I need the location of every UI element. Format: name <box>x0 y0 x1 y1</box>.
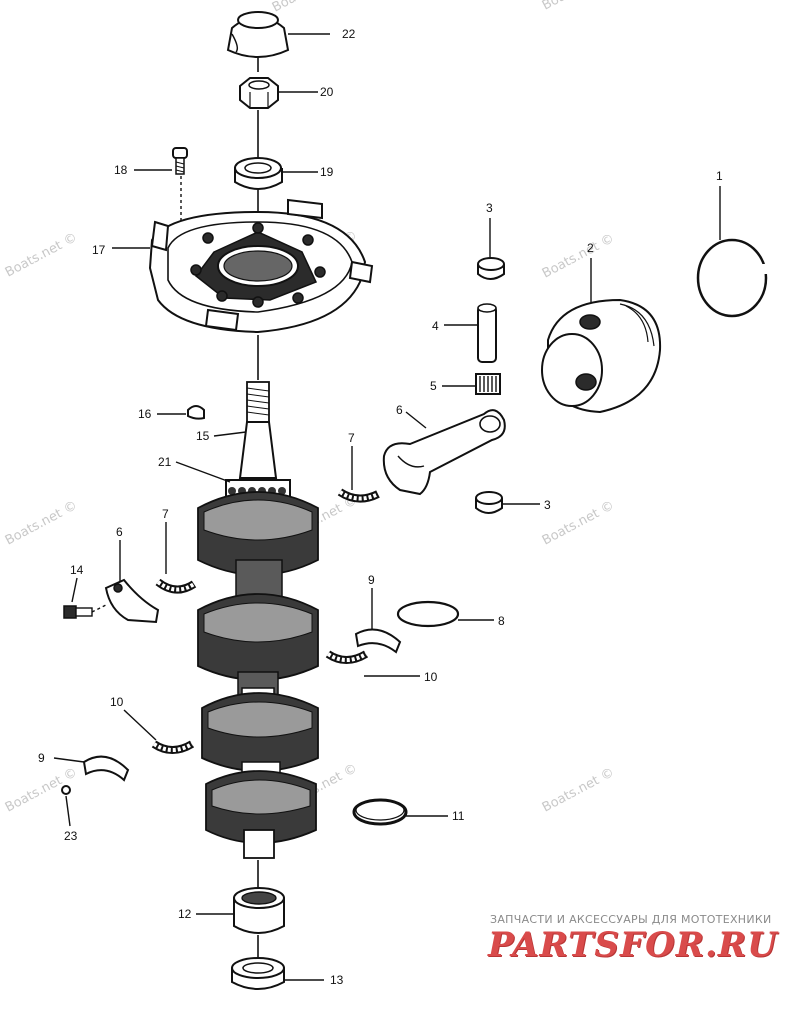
watermark: Boats.net © <box>270 0 347 16</box>
part-11-ring <box>352 798 408 826</box>
part-15-crankshaft <box>197 381 319 859</box>
part-7-bearing-half <box>337 488 380 503</box>
part-23-pin <box>61 785 71 795</box>
label-23: 23 <box>64 829 78 843</box>
label-3-top: 3 <box>486 201 493 215</box>
part-8-ring <box>396 600 460 628</box>
label-15: 15 <box>196 429 210 443</box>
part-12-roller-bearing <box>233 887 285 934</box>
banner-tagline: ЗАПЧАСТИ И АКСЕССУАРЫ ДЛЯ МОТОТЕХНИКИ <box>490 913 772 926</box>
label-21: 21 <box>158 455 172 469</box>
label-5: 5 <box>430 379 437 393</box>
label-13: 13 <box>330 973 344 987</box>
part-labels: 22 20 19 18 17 1 2 3 4 5 6 3 7 16 15 21 … <box>38 27 723 987</box>
label-7-right: 7 <box>348 431 355 445</box>
watermark: Boats.net © <box>3 230 80 280</box>
part-13-seal <box>231 957 285 990</box>
label-10-left: 10 <box>110 695 124 709</box>
part-4-piston-pin <box>477 303 497 363</box>
label-19: 19 <box>320 165 334 179</box>
label-8: 8 <box>498 614 505 628</box>
part-10-bearing-half <box>325 650 369 664</box>
part-5-needle-bearing <box>475 373 501 395</box>
part-17-bearing-housing <box>148 198 374 334</box>
label-6-rod: 6 <box>396 403 403 417</box>
part-14-screw <box>63 603 109 619</box>
watermark: Boats.net © <box>540 765 617 815</box>
part-3-washer <box>475 491 503 514</box>
watermark: Boats.net © <box>540 231 617 281</box>
part-22-cap <box>226 11 290 58</box>
part-6-connecting-rod <box>382 409 506 496</box>
label-9-left: 9 <box>38 751 45 765</box>
part-9-race-half <box>354 628 402 654</box>
part-20-nut <box>239 77 279 109</box>
part-3-washer <box>477 257 505 280</box>
part-9-race-half <box>82 755 130 782</box>
label-18: 18 <box>114 163 128 177</box>
part-18-bolt <box>172 147 188 222</box>
watermarks: Boats.net © Boats.net © Boats.net © Boat… <box>3 0 617 816</box>
label-12: 12 <box>178 907 192 921</box>
label-10-right: 10 <box>424 670 438 684</box>
partsfor-logo: PARTSFOR.RU <box>488 925 778 965</box>
label-7-left: 7 <box>162 507 169 521</box>
part-1-piston-ring <box>696 238 768 318</box>
part-7-bearing-half <box>155 578 197 594</box>
part-6-rod-cap <box>104 578 160 624</box>
label-14: 14 <box>70 563 84 577</box>
watermark: Boats.net © <box>540 498 617 548</box>
label-4: 4 <box>432 319 439 333</box>
label-11: 11 <box>452 809 465 823</box>
part-16-key <box>187 405 205 420</box>
watermark: Boats.net © <box>540 0 617 14</box>
label-16: 16 <box>138 407 152 421</box>
part-19-seal <box>234 157 283 190</box>
label-1: 1 <box>716 169 723 183</box>
label-2: 2 <box>587 241 594 255</box>
part-10-bearing-half <box>151 740 195 754</box>
label-6-cap: 6 <box>116 525 123 539</box>
part-2-piston <box>541 298 662 414</box>
label-9-right: 9 <box>368 573 375 587</box>
leader-lines <box>53 33 721 981</box>
label-3-bottom: 3 <box>544 498 551 512</box>
watermark: Boats.net © <box>3 498 80 548</box>
label-17: 17 <box>92 243 106 257</box>
label-22: 22 <box>342 27 356 41</box>
label-20: 20 <box>320 85 334 99</box>
